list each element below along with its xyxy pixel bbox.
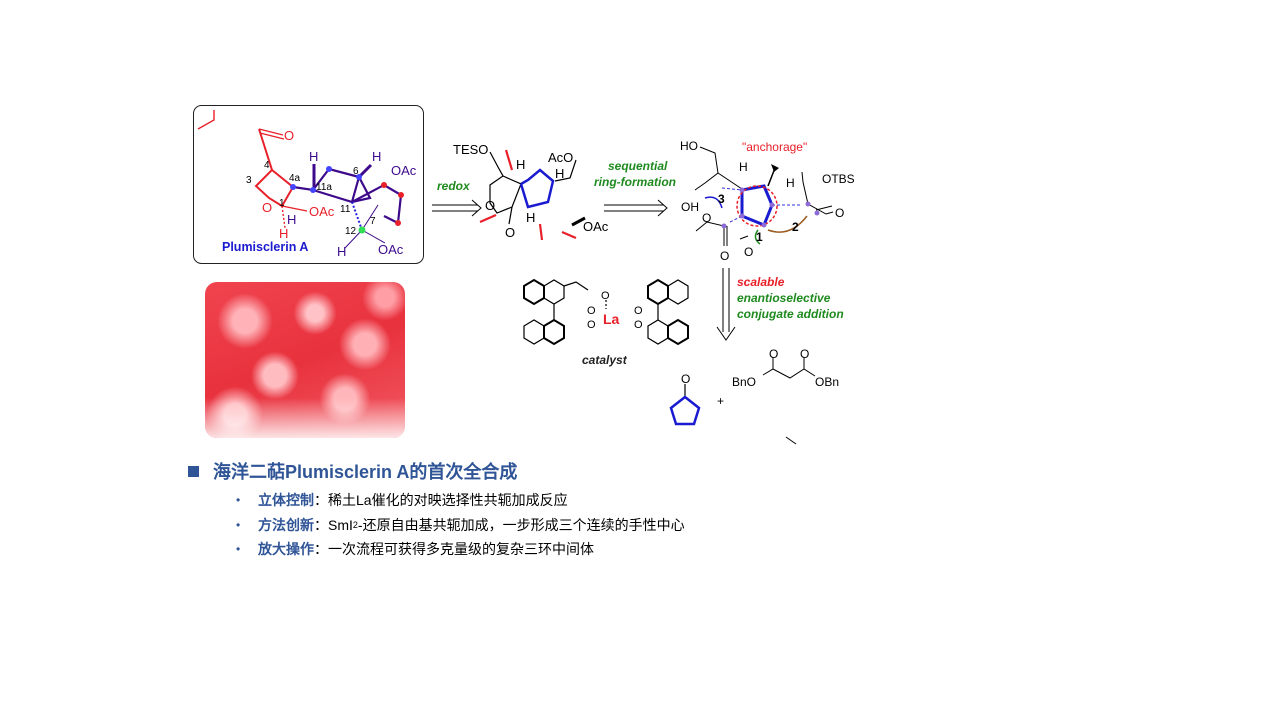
obn-label: OBn [815, 375, 839, 389]
oac-label: OAc [378, 242, 404, 257]
teso-label: TESO [453, 142, 488, 157]
section-title-text: 海洋二萜Plumisclerin A的首次全合成 [213, 462, 518, 482]
o-label: O [835, 206, 844, 220]
bullet-text: ：SmI [314, 516, 353, 533]
step-2-label: 2 [792, 220, 799, 234]
o-label: O [769, 347, 778, 361]
square-bullet-icon [188, 465, 199, 477]
retro-arrow-ring-formation [604, 199, 668, 217]
h-label: H [309, 149, 318, 164]
o-label: O [587, 319, 596, 331]
catalyst-label: catalyst [582, 353, 628, 367]
la-binol-catalyst [523, 278, 689, 346]
bullet-label: 放大操作 [258, 541, 314, 558]
oac-label: OAc [309, 204, 335, 219]
enantioselective-label: enantioselective [737, 291, 831, 305]
anchorage-label: "anchorage" [742, 140, 807, 154]
section-title: 海洋二萜Plumisclerin A的首次全合成 [188, 458, 685, 484]
atom-label: 1 [279, 198, 285, 209]
atom-label: 6 [353, 166, 359, 177]
compound-name: Plumisclerin A [222, 240, 308, 254]
oh-label: OH [681, 200, 699, 214]
h-label: H [372, 149, 381, 164]
bullet-text: ：稀土La催化的对映选择性共轭加成反应 [314, 492, 568, 509]
h-label: H [516, 157, 525, 172]
dibenzyl-malonate: O O BnO OBn [732, 347, 839, 445]
bullet-item: • 放大操作：一次流程可获得多克量级的复杂三环中间体 [236, 537, 685, 562]
o-label: O [634, 319, 643, 331]
h-label: H [526, 210, 535, 225]
h-label: H [287, 212, 296, 227]
lanthanum-label: La [603, 311, 620, 327]
otbs-label: OTBS [822, 172, 855, 186]
o-label: O [800, 347, 809, 361]
carbonyl-o: O [284, 128, 294, 143]
oac-label: OAc [583, 219, 609, 234]
plumisclerin-a-structure: 4 3 4a 11a 1 6 11 7 12 O O OAc H H H H O… [193, 105, 424, 264]
h-label: H [337, 244, 346, 259]
bullet-label: 立体控制 [258, 492, 314, 509]
ring-formation-label: ring-formation [594, 175, 676, 189]
o-label: O [601, 290, 610, 302]
o-label: O [634, 305, 643, 317]
bno-label: BnO [732, 375, 756, 389]
bullet-text: -还原自由基共轭加成，一步形成三个连续的手性中心 [357, 516, 685, 533]
atom-label: 3 [246, 175, 252, 186]
redox-label: redox [437, 179, 471, 193]
h-label: H [279, 226, 288, 241]
step-3-label: 3 [718, 192, 725, 206]
bullet-dot-icon: • [236, 542, 241, 557]
retro-arrow-conjugate-addition [716, 268, 736, 341]
aco-label: AcO [548, 150, 573, 165]
acyclic-precursor: HO OH OTBS H H O O O O 1 2 3 "anchorage" [680, 139, 855, 263]
bullet-item: • 立体控制：稀土La催化的对映选择性共轭加成反应 [236, 488, 685, 513]
scalable-label: scalable [737, 275, 785, 289]
h-label: H [786, 176, 795, 190]
bullet-text: ：一次流程可获得多克量级的复杂三环中间体 [314, 541, 594, 558]
bullet-dot-icon: • [236, 493, 241, 508]
o-label: O [681, 372, 690, 386]
atom-label: 4 [264, 160, 270, 171]
o-label: O [505, 225, 515, 240]
o-label: O [702, 211, 711, 225]
subscript: 2 [352, 519, 358, 530]
coral-photo [205, 282, 405, 438]
oac-label: OAc [391, 163, 417, 178]
atom-label: 4a [289, 173, 301, 184]
o-label: O [587, 305, 596, 317]
h-label: H [739, 160, 748, 174]
step-1-label: 1 [756, 230, 763, 244]
bullet-dot-icon: • [236, 517, 241, 532]
tricyclic-intermediate: TESO AcO OAc O O H H H [453, 142, 609, 241]
o-label: O [744, 245, 753, 259]
atom-label: 11a [316, 182, 332, 193]
cyclopentenone: O [669, 372, 701, 426]
retro-arrow-redox [432, 199, 482, 217]
atom-label: 12 [345, 226, 357, 237]
o-label: O [720, 249, 729, 263]
bullet-label: 方法创新 [258, 516, 314, 533]
sequential-label: sequential [608, 159, 668, 173]
atom-label: 7 [370, 216, 376, 227]
o-label: O [485, 198, 495, 213]
conjugate-addition-label: conjugate addition [737, 307, 844, 321]
plus-sign: + [717, 394, 724, 408]
atom-label: 11 [340, 204, 351, 215]
h-label: H [555, 166, 564, 181]
summary-section: 海洋二萜Plumisclerin A的首次全合成 • 立体控制：稀土La催化的对映… [188, 458, 685, 562]
ring-o: O [262, 200, 272, 215]
ho-label: HO [680, 139, 698, 153]
